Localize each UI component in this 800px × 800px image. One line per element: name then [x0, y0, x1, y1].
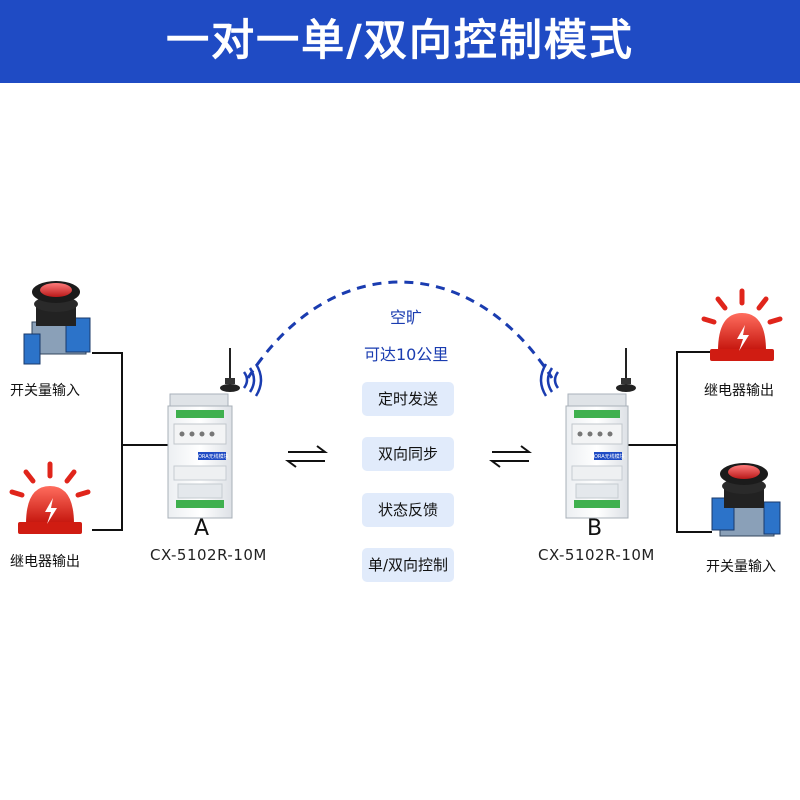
feature-tag-timed-send: 定时发送 — [362, 382, 454, 416]
device-model-b: CX-5102R-10M — [538, 546, 655, 564]
connector-right — [628, 351, 712, 533]
exchange-arrow-left — [285, 445, 328, 468]
signal-waves-icon — [539, 363, 560, 397]
feature-tag-status-feedback: 状态反馈 — [362, 493, 454, 527]
feature-tag-two-way-sync: 双向同步 — [362, 437, 454, 471]
link-label-open-area: 空旷 — [390, 308, 423, 327]
signal-waves-icon — [242, 363, 263, 397]
push-button-switch-icon — [711, 463, 781, 537]
device-letter-a: A — [194, 516, 210, 541]
lora-module-a: LORA无线模块 — [167, 348, 263, 519]
connector-left — [92, 352, 168, 531]
alarm-light-icon — [9, 461, 91, 534]
push-button-switch-icon — [23, 281, 91, 365]
label-switch-input-b: 开关量输入 — [706, 559, 776, 575]
module-badge: LORA无线模块 — [591, 453, 624, 460]
exchange-arrow-right — [489, 445, 532, 468]
alarm-light-icon — [701, 288, 783, 361]
device-model-a: CX-5102R-10M — [150, 546, 267, 564]
page-title: 一对一单/双向控制模式 — [166, 16, 634, 66]
label-relay-output-a: 继电器输出 — [10, 554, 80, 570]
device-letter-b: B — [587, 516, 603, 541]
link-label-range: 可达10公里 — [364, 345, 449, 364]
module-badge: LORA无线模块 — [195, 453, 228, 460]
feature-tag-single-dual-control: 单/双向控制 — [362, 548, 454, 582]
lora-module-b: LORA无线模块 — [539, 348, 636, 519]
label-relay-output-b: 继电器输出 — [704, 383, 774, 399]
title-banner — [0, 0, 800, 83]
label-switch-input-a: 开关量输入 — [10, 383, 80, 399]
